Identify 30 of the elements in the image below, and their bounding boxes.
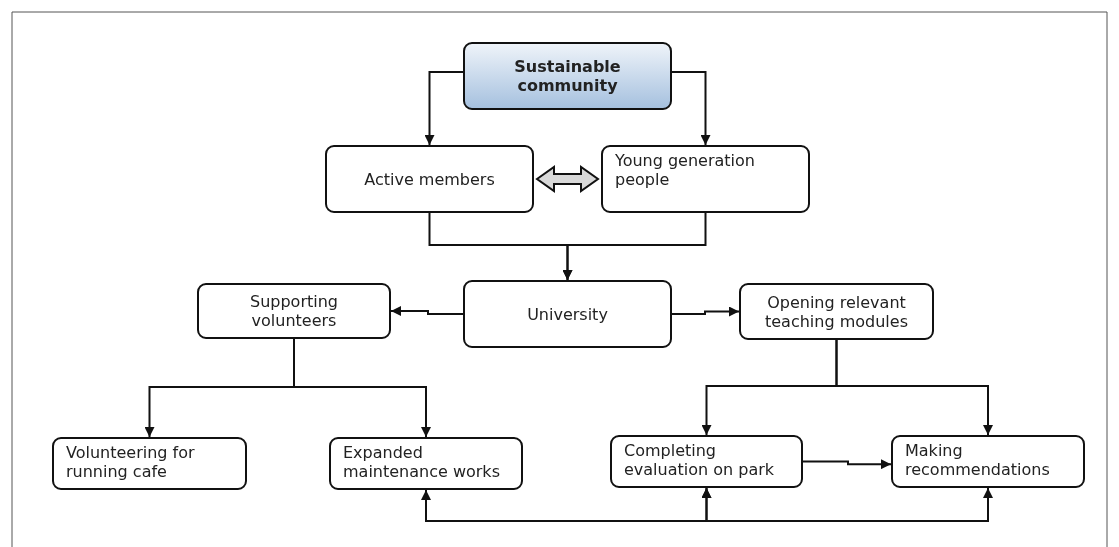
node-label: University [527,304,608,324]
heading-text: Sustainable community [513,57,622,95]
node-label: Supporting volunteers [249,292,339,330]
node-label: Volunteering for running cafe [66,443,196,481]
process-box [610,435,803,488]
process-box [463,42,672,110]
arrow [562,212,707,281]
process-box [463,280,672,348]
arrow [671,70,711,146]
arrow [390,306,464,316]
double-block-arrow [535,165,600,193]
node-label: Young generation people [615,151,756,189]
arrow [424,70,464,146]
process-box [197,283,391,339]
process-box [329,437,523,490]
process-box [601,145,810,213]
process-box [739,283,934,340]
arrow [802,459,892,470]
arrow [671,306,740,317]
node-label: Expanded maintenance works [343,443,501,481]
process-box [325,145,534,213]
node-label: Completing evaluation on park [624,441,776,479]
node-label: Making recommendations [905,441,1051,479]
arrow [293,338,431,438]
process-box [891,435,1085,488]
process-box [52,437,247,490]
node-label: Opening relevant teaching modules [764,292,909,331]
node-label: Active members [364,169,495,189]
arrow [701,487,993,522]
arrow [835,339,993,436]
